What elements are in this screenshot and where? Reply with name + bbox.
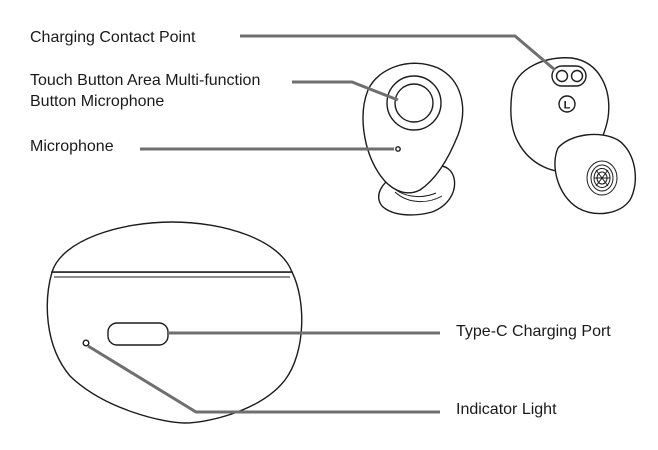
ear-tip [554, 133, 637, 215]
label-touch-line-1: Touch Button Area Multi-function [30, 72, 261, 89]
label-touch-button-area: Touch Button Area Multi-function Button … [30, 70, 260, 112]
charging-contacts [551, 65, 587, 87]
type-c-port [107, 322, 169, 346]
label-touch-line-2: Button Microphone [30, 93, 165, 110]
charging-case [46, 221, 303, 424]
front-microphone-hole [395, 146, 401, 152]
side-marker-letter: L [564, 100, 571, 112]
touch-button-area [394, 83, 434, 123]
leader-indicator [87, 344, 440, 414]
earbud-front [362, 62, 464, 216]
side-marker-circle [558, 95, 576, 113]
label-indicator-light: Indicator Light [456, 401, 557, 418]
leader-charging-contact [240, 34, 556, 72]
leader-touch-button [292, 80, 399, 102]
indicator-light [82, 339, 90, 347]
earbud-back: L [510, 57, 637, 215]
label-microphone: Microphone [30, 138, 114, 155]
label-type-c-charging-port: Type-C Charging Port [456, 323, 611, 340]
label-charging-contact-point: Charging Contact Point [30, 29, 196, 46]
